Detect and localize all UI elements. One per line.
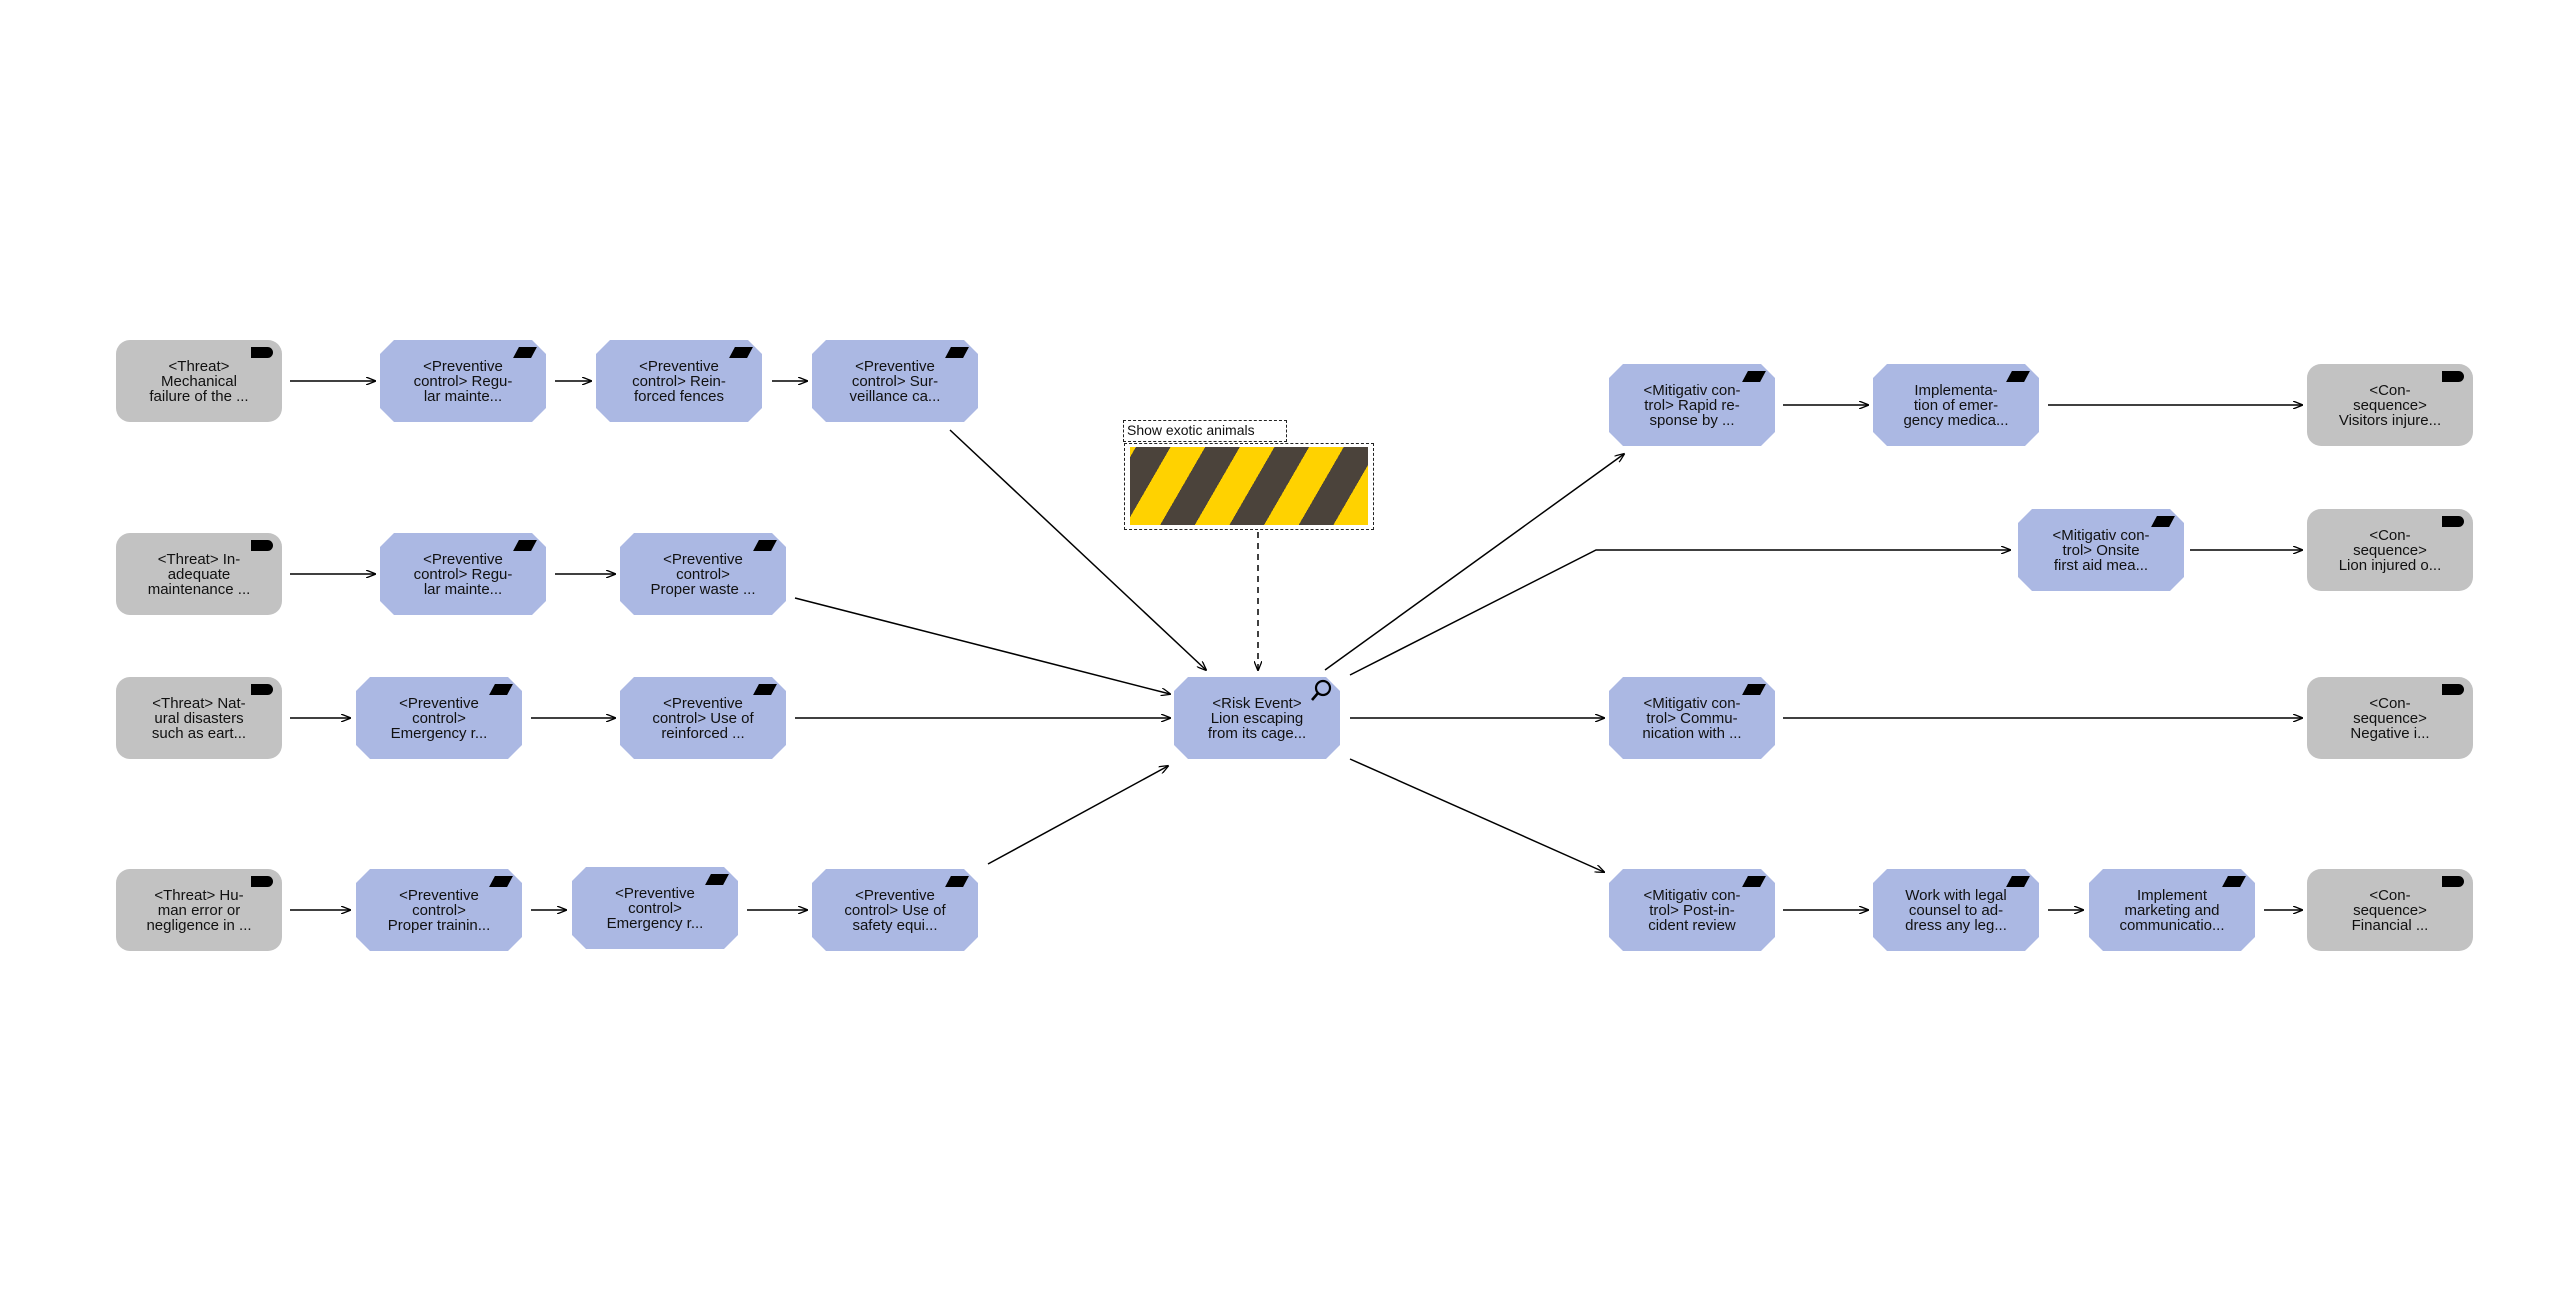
risk-event-label: <Risk Event> Lion escaping from its cage… — [1207, 694, 1307, 742]
control-label: <Preventive control> Use of reinforced .… — [652, 694, 754, 742]
preventive-control-node[interactable]: <Preventive control> Regu- lar mainte... — [380, 340, 546, 422]
consequence-tag-icon — [2442, 371, 2464, 382]
control-label: Implement marketing and communicatio... — [2119, 886, 2225, 934]
connector — [987, 766, 1168, 865]
control-label: <Mitigativ con- trol> Post-in- cident re… — [1643, 886, 1741, 934]
consequence-node[interactable]: <Con- sequence> Negative i... — [2307, 677, 2473, 759]
preventive-control-node[interactable]: <Preventive control> Regu- lar mainte... — [380, 533, 546, 615]
threat-tag-icon — [251, 347, 273, 358]
mitigative-control-node[interactable]: <Mitigativ con- trol> Onsite first aid m… — [2018, 509, 2184, 591]
connector — [949, 429, 1206, 670]
control-label: <Preventive control> Regu- lar mainte... — [413, 357, 513, 405]
control-label: <Mitigativ con- trol> Commu- nication wi… — [1642, 694, 1742, 742]
preventive-control-node[interactable]: <Preventive control> Proper trainin... — [356, 869, 522, 951]
control-label: <Preventive control> Emergency r... — [606, 884, 704, 932]
threat-label: <Threat> Hu- man error or negligence in … — [146, 886, 252, 934]
control-label: <Preventive control> Rein- forced fences — [632, 357, 726, 405]
mitigative-control-node[interactable]: <Mitigativ con- trol> Rapid re- sponse b… — [1609, 364, 1775, 446]
threat-label: <Threat> In- adequate maintenance ... — [147, 550, 251, 598]
mitigative-control-node[interactable]: <Mitigativ con- trol> Post-in- cident re… — [1609, 869, 1775, 951]
control-label: <Preventive control> Proper trainin... — [387, 886, 491, 934]
connector — [1349, 758, 1604, 872]
threat-tag-icon — [251, 684, 273, 695]
consequence-tag-icon — [2442, 876, 2464, 887]
preventive-control-node[interactable]: <Preventive control> Rein- forced fences — [596, 340, 762, 422]
consequence-node[interactable]: <Con- sequence> Visitors injure... — [2307, 364, 2473, 446]
threat-label: <Threat> Mechanical failure of the ... — [149, 357, 249, 405]
control-label: <Mitigativ con- trol> Rapid re- sponse b… — [1643, 381, 1741, 429]
mitigative-control-node[interactable]: Implement marketing and communicatio... — [2089, 869, 2255, 951]
preventive-control-node[interactable]: <Preventive control> Use of safety equi.… — [812, 869, 978, 951]
preventive-control-node[interactable]: <Preventive control> Emergency r... — [572, 867, 738, 949]
mitigative-control-node[interactable]: Implementa- tion of emer- gency medica..… — [1873, 364, 2039, 446]
magnifier-icon[interactable] — [1310, 679, 1332, 703]
preventive-control-node[interactable]: <Preventive control> Proper waste ... — [620, 533, 786, 615]
threat-node[interactable]: <Threat> Hu- man error or negligence in … — [116, 869, 282, 951]
preventive-control-node[interactable]: <Preventive control> Emergency r... — [356, 677, 522, 759]
hazard-label[interactable]: Show exotic animals — [1123, 420, 1287, 442]
consequence-label: <Con- sequence> Financial ... — [2351, 886, 2429, 934]
control-label: <Preventive control> Proper waste ... — [650, 550, 756, 598]
threat-node[interactable]: <Threat> Nat- ural disasters such as ear… — [116, 677, 282, 759]
threat-tag-icon — [251, 540, 273, 551]
threat-node[interactable]: <Threat> Mechanical failure of the ... — [116, 340, 282, 422]
risk-event-node[interactable]: <Risk Event> Lion escaping from its cage… — [1174, 677, 1340, 759]
connector — [794, 597, 1170, 694]
preventive-control-node[interactable]: <Preventive control> Sur- veillance ca..… — [812, 340, 978, 422]
control-label: <Preventive control> Sur- veillance ca..… — [849, 357, 941, 405]
connector — [1349, 550, 2010, 676]
threat-label: <Threat> Nat- ural disasters such as ear… — [151, 694, 247, 742]
hazard-stripes-icon — [1130, 447, 1368, 525]
mitigative-control-node[interactable]: <Mitigativ con- trol> Commu- nication wi… — [1609, 677, 1775, 759]
control-label: Work with legal counsel to ad- dress any… — [1905, 886, 2007, 934]
control-label: <Preventive control> Regu- lar mainte... — [413, 550, 513, 598]
consequence-label: <Con- sequence> Lion injured o... — [2338, 526, 2442, 574]
threat-node[interactable]: <Threat> In- adequate maintenance ... — [116, 533, 282, 615]
consequence-tag-icon — [2442, 516, 2464, 527]
control-label: <Mitigativ con- trol> Onsite first aid m… — [2052, 526, 2150, 574]
consequence-node[interactable]: <Con- sequence> Lion injured o... — [2307, 509, 2473, 591]
consequence-node[interactable]: <Con- sequence> Financial ... — [2307, 869, 2473, 951]
connector — [1324, 454, 1624, 671]
mitigative-control-node[interactable]: Work with legal counsel to ad- dress any… — [1873, 869, 2039, 951]
consequence-label: <Con- sequence> Negative i... — [2350, 694, 2430, 742]
control-label: Implementa- tion of emer- gency medica..… — [1903, 381, 2009, 429]
control-label: <Preventive control> Emergency r... — [390, 694, 488, 742]
threat-tag-icon — [251, 876, 273, 887]
consequence-tag-icon — [2442, 684, 2464, 695]
control-label: <Preventive control> Use of safety equi.… — [844, 886, 946, 934]
hazard-frame[interactable] — [1124, 443, 1374, 530]
preventive-control-node[interactable]: <Preventive control> Use of reinforced .… — [620, 677, 786, 759]
consequence-label: <Con- sequence> Visitors injure... — [2338, 381, 2442, 429]
